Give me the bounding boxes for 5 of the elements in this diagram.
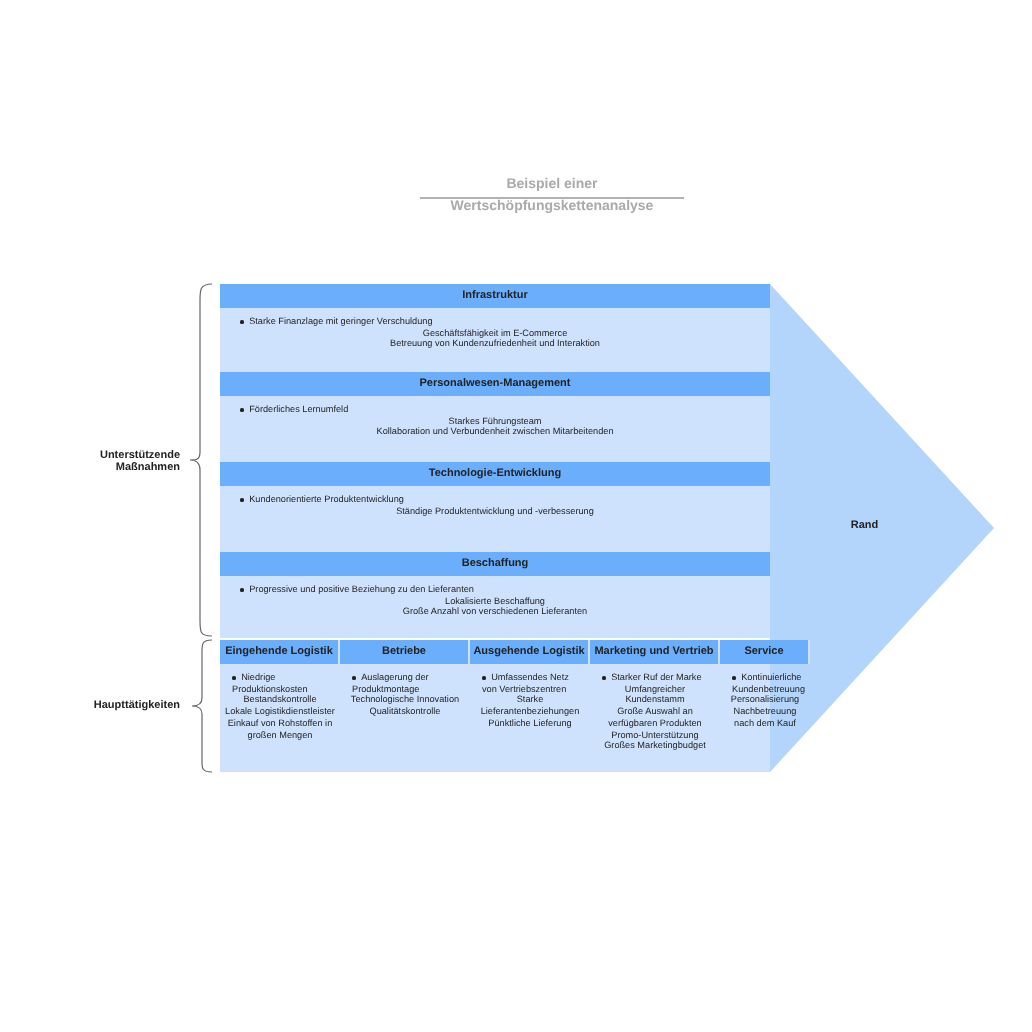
activity-panel (220, 552, 770, 638)
activity-panel (220, 462, 770, 552)
activity-panel (220, 640, 340, 772)
activity-panel (220, 372, 770, 462)
activity-panel (220, 284, 770, 372)
